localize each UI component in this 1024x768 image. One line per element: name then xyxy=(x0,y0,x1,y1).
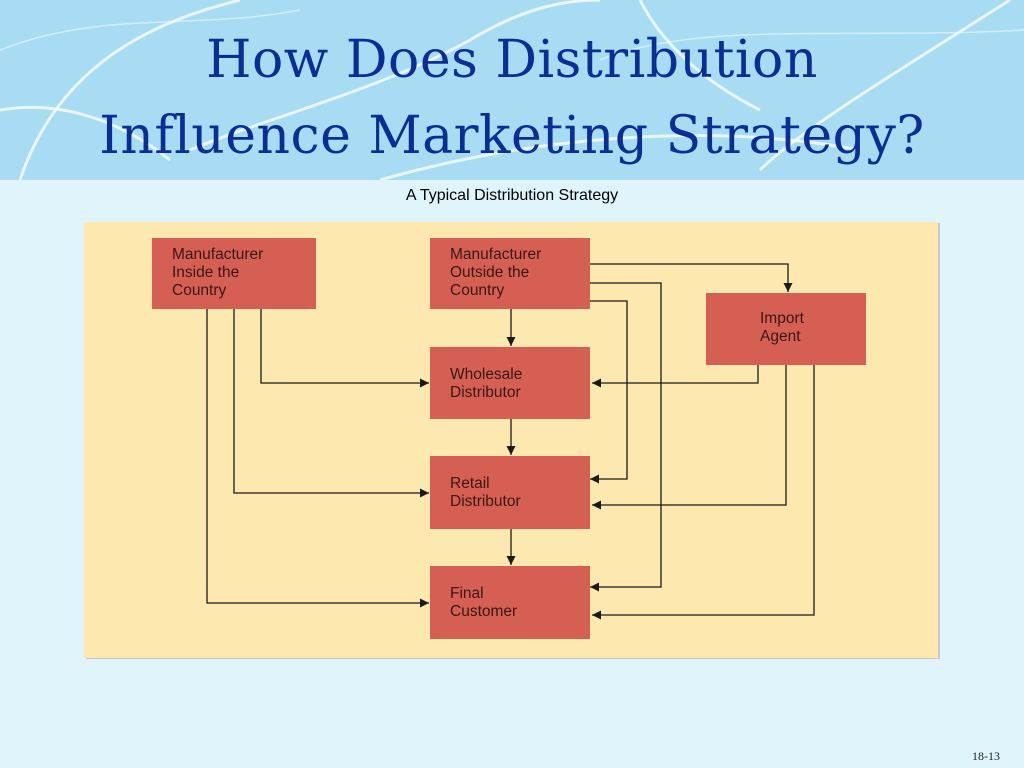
edge-outside-to-retail xyxy=(590,300,628,484)
node-final-customer: Final Customer xyxy=(430,566,590,639)
node-import-agent: Import Agent xyxy=(706,293,866,365)
diagram-caption: A Typical Distribution Strategy xyxy=(405,187,619,204)
edge-inside-to-wholesale xyxy=(260,309,429,388)
title-banner: How Does Distribution Influence Marketin… xyxy=(0,0,1024,180)
edge-inside-to-retail xyxy=(233,309,429,498)
edge-import-to-retail xyxy=(592,365,787,510)
page-number: 18-13 xyxy=(972,749,1000,763)
node-manufacturer-inside: Manufacturer Inside the Country xyxy=(152,238,316,309)
connector-arrows xyxy=(206,263,815,620)
edge-import-to-wholesale xyxy=(592,365,759,388)
edge-import-to-final xyxy=(592,365,815,620)
decorative-swirl-lines xyxy=(0,0,1024,180)
node-wholesale-distributor: Wholesale Distributor xyxy=(430,347,590,419)
distribution-diagram: Manufacturer Inside the Country Manufact… xyxy=(84,222,938,658)
node-retail-distributor: Retail Distributor xyxy=(430,456,590,529)
edge-outside-to-import xyxy=(590,263,793,292)
title-line-1: How Does Distribution xyxy=(206,30,818,90)
edge-outside-to-final xyxy=(590,282,662,592)
node-manufacturer-outside: Manufacturer Outside the Country xyxy=(430,238,590,309)
slide-title: How Does Distribution Influence Marketin… xyxy=(0,22,1024,174)
edge-inside-to-final xyxy=(206,309,429,608)
title-line-2: Influence Marketing Strategy? xyxy=(99,106,925,166)
